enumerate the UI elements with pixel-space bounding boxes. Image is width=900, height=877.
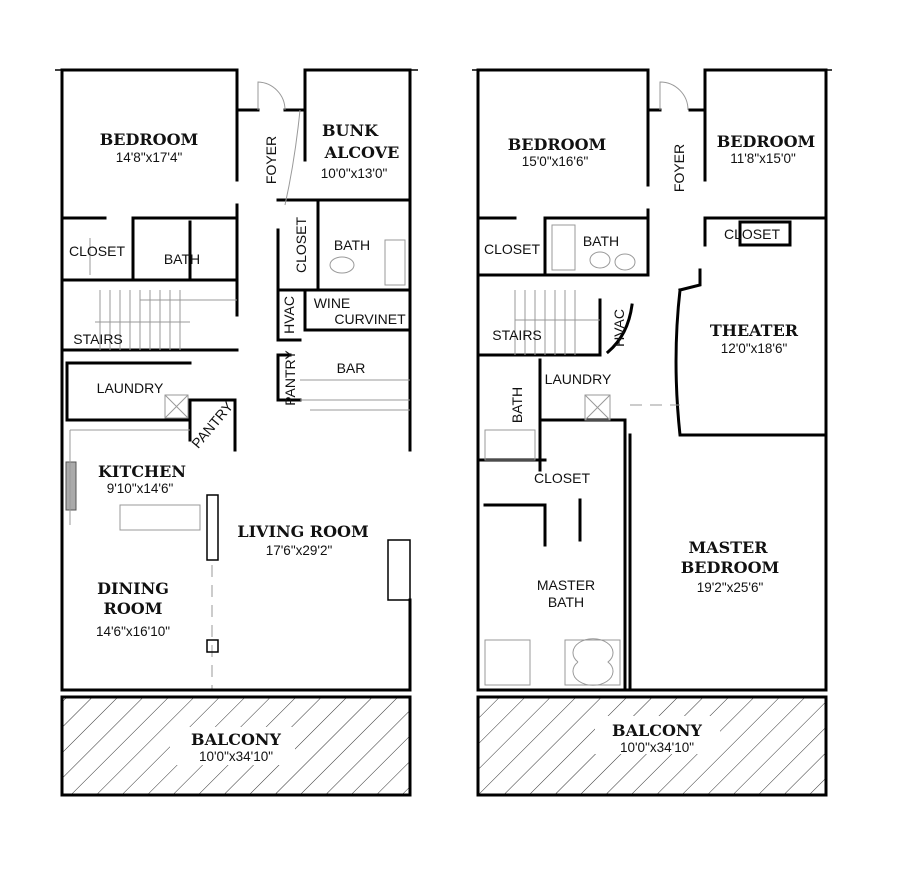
closet-label: CLOSET — [724, 226, 780, 242]
stairs-label: STAIRS — [492, 327, 542, 343]
pantry-label: PANTRY — [188, 398, 236, 451]
bath-fixtures — [551, 224, 636, 271]
hvac-label: HVAC — [281, 296, 297, 334]
upper-level-plan: BEDROOM 15'0"x16'6" BEDROOM 11'8"x15'0" … — [472, 68, 832, 797]
bedroom-wall — [60, 108, 239, 220]
dining-label-2: ROOM — [104, 599, 163, 618]
bath-label: BATH — [583, 233, 619, 249]
balcony-label: BALCONY — [612, 721, 702, 740]
theater-size: 12'0"x18'6" — [721, 341, 788, 356]
stair-treads — [89, 238, 237, 350]
laundry-wall — [65, 361, 237, 452]
bar-counter — [300, 379, 410, 411]
dining-label-1: DINING — [97, 579, 169, 598]
curved-wall — [284, 109, 301, 206]
bath-label: BATH — [334, 237, 370, 253]
theater-label: THEATER — [710, 321, 799, 340]
label-backdrop — [595, 716, 720, 754]
master-bath-label-2: BATH — [548, 594, 584, 610]
bath-label: BATH — [509, 387, 525, 423]
closet-label: CLOSET — [534, 470, 590, 486]
kitchen-label: KITCHEN — [98, 462, 186, 481]
entry-door — [257, 81, 286, 111]
entry-door — [659, 81, 689, 111]
laundry-label: LAUNDRY — [97, 380, 164, 396]
living-room-label: LIVING ROOM — [237, 522, 368, 541]
bar-pantry-wall — [276, 353, 302, 402]
kitchen-size: 9'10"x14'6" — [107, 481, 174, 496]
bunk-size: 10'0"x13'0" — [321, 166, 388, 181]
bedroom-label: BEDROOM — [717, 132, 815, 151]
bedroom-size: 11'8"x15'0" — [730, 151, 796, 166]
bedroom-size: 14'8"x17'4" — [116, 150, 183, 165]
bar-label: BAR — [337, 360, 366, 376]
balcony-size: 10'0"x34'10" — [620, 740, 694, 755]
bunk-label-2: ALCOVE — [324, 143, 400, 162]
bedroom-walls — [476, 108, 828, 277]
lower-level-plan: BEDROOM 14'8"x17'4" BUNK ALCOVE 10'0"x13… — [55, 68, 418, 797]
range — [65, 461, 77, 511]
master-bedroom-label-1: MASTER — [688, 538, 768, 557]
bunk-label-1: BUNK — [322, 121, 379, 140]
label-backdrop — [170, 727, 295, 765]
laundry-fixture — [164, 394, 189, 419]
tub-and-sink — [329, 239, 406, 286]
balcony-label: BALCONY — [191, 730, 281, 749]
kitchen-counter — [69, 429, 201, 531]
hvac-curved-wall — [605, 303, 634, 355]
living-room-size: 17'6"x29'2" — [266, 543, 333, 558]
wine-label: WINE — [314, 295, 351, 311]
master-bedroom-size: 19'2"x25'6" — [697, 580, 764, 595]
laundry-label: LAUNDRY — [545, 371, 612, 387]
foyer-label: FOYER — [263, 136, 279, 184]
bedroom-label: BEDROOM — [100, 130, 198, 149]
column — [206, 494, 219, 561]
bath-wall — [60, 216, 239, 352]
master-bath-fixtures — [484, 394, 621, 686]
bedroom-label: BEDROOM — [508, 135, 606, 154]
curvinet-label: CURVINET — [334, 311, 406, 327]
bath-label: BATH — [164, 251, 200, 267]
bunk-bath-walls — [276, 108, 412, 342]
foyer-label: FOYER — [671, 144, 687, 192]
fireplace — [387, 539, 411, 601]
closet-label: CLOSET — [484, 241, 540, 257]
hvac-label: HVAC — [611, 309, 627, 347]
stairs-label: STAIRS — [73, 331, 123, 347]
pantry-label: PANTRY — [282, 350, 298, 406]
master-bath-label-1: MASTER — [537, 577, 595, 593]
stair-treads — [514, 290, 600, 355]
closet-label: CLOSET — [69, 243, 125, 259]
closet-label: CLOSET — [293, 217, 309, 273]
theater-wall — [476, 268, 828, 437]
dining-size: 14'6"x16'10" — [96, 624, 170, 639]
master-bedroom-label-2: BEDROOM — [681, 558, 779, 577]
bedroom-size: 15'0"x16'6" — [522, 154, 589, 169]
balcony-size: 10'0"x34'10" — [199, 749, 273, 764]
post — [206, 639, 219, 653]
